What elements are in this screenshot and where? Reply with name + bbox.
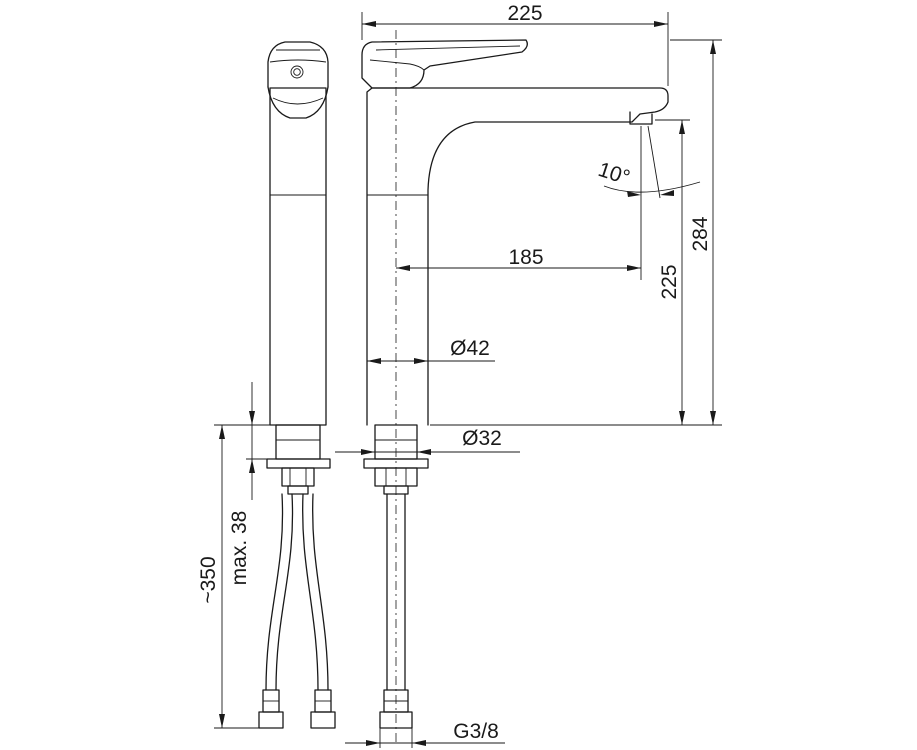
side-view-shank bbox=[275, 424, 321, 460]
front-view-fitting bbox=[379, 711, 413, 729]
front-view-lever bbox=[361, 39, 528, 89]
thread-label: G3/8 bbox=[453, 720, 499, 743]
side-view-handle-neck bbox=[267, 86, 329, 119]
side-view-fitting-right bbox=[310, 711, 336, 729]
front-view-washer bbox=[363, 458, 429, 469]
height-label: 284 bbox=[689, 216, 712, 251]
shank-diameter-label: Ø32 bbox=[462, 427, 502, 450]
front-view-body-spout bbox=[366, 87, 669, 426]
width-label: 225 bbox=[507, 2, 542, 25]
side-view-washer bbox=[266, 458, 331, 469]
side-view-body bbox=[269, 87, 327, 426]
front-view bbox=[361, 30, 669, 742]
side-view-hose-left bbox=[265, 493, 284, 691]
spout-angle-label: 10° bbox=[595, 158, 632, 190]
hose-length-label: ~350 bbox=[197, 556, 220, 603]
dimension-lines bbox=[214, 12, 722, 748]
side-view-nut bbox=[281, 467, 315, 487]
side-view-hose-right bbox=[302, 493, 319, 691]
side-view bbox=[258, 41, 336, 729]
spout-angle-line bbox=[647, 125, 661, 199]
body-diameter-label: Ø42 bbox=[450, 337, 490, 360]
spout-height-label: 225 bbox=[658, 264, 681, 299]
side-view-fitting-left bbox=[258, 711, 284, 729]
side-view-handle-cap bbox=[267, 41, 329, 88]
max-thickness-label: max. 38 bbox=[228, 511, 251, 586]
reach-label: 185 bbox=[508, 246, 543, 269]
front-view-aerator bbox=[629, 111, 653, 125]
